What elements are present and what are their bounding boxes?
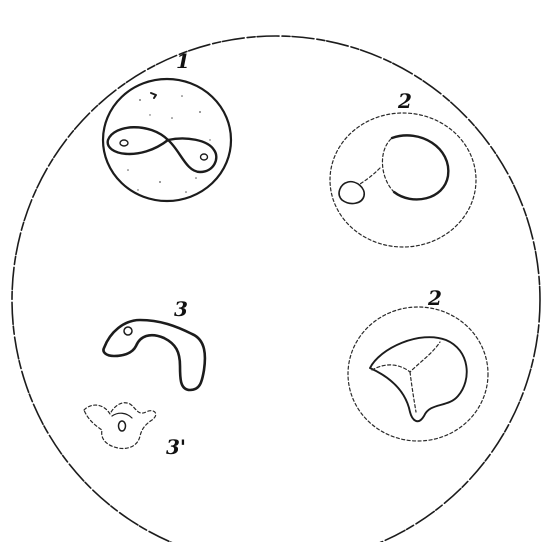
cell-2-lower	[348, 307, 488, 441]
cell-1	[103, 79, 231, 201]
field-of-view-circle	[12, 36, 540, 542]
label-cell-1: 1	[176, 49, 190, 73]
cell-2-upper	[330, 113, 476, 247]
label-cell-2-upper: 2	[397, 89, 412, 113]
label-cell-2-lower: 2	[427, 286, 442, 310]
label-form-3-prime: 3'	[166, 435, 186, 459]
label-form-3: 3	[174, 297, 188, 321]
form-3	[103, 320, 204, 390]
cell-1-nucleus	[108, 127, 217, 172]
form-3-prime	[84, 403, 156, 449]
